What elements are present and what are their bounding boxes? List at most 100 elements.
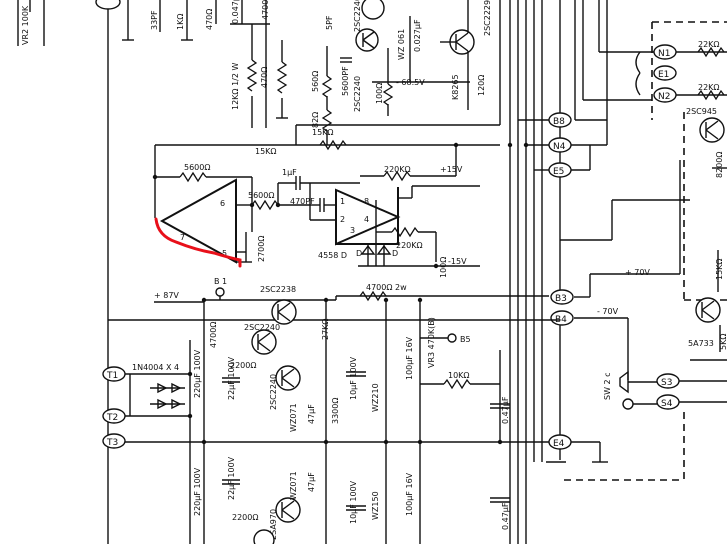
connector-e4-label: E4 — [553, 439, 565, 449]
res-8200-label: 8200Ω — [715, 152, 724, 178]
red-annotation-stroke — [154, 217, 242, 268]
res-560-label: 560Ω — [311, 71, 320, 92]
cap-47uf-b-label: 47μF — [307, 472, 316, 492]
connector-n1-label: N1 — [658, 49, 670, 59]
cap-047uf-b-label: 0.47μF — [501, 502, 510, 530]
connector-n2-label: N2 — [658, 92, 670, 102]
connector-b4-label: B4 — [555, 315, 567, 325]
res-5600-top-label: 5600Ω — [184, 163, 210, 172]
diode-d-b-label: D — [392, 249, 398, 258]
q-2sc2240-top-label: 2SC2240 — [353, 76, 362, 112]
res-2200-a-label: 2200Ω — [230, 361, 256, 370]
cap-5pf-label: 5PF — [325, 15, 334, 30]
connector-t3-label: T3 — [106, 438, 118, 448]
res-15k-b-label: 15KΩ — [255, 147, 277, 156]
res-2200-b-label: 2200Ω — [232, 513, 258, 522]
res-2700-label: 2700Ω — [257, 236, 266, 262]
cap-10uf-b-label: 10μF 100V — [349, 480, 358, 524]
connector-s3-label: S3 — [661, 378, 672, 388]
cap-0027-label: 0.027μF — [413, 19, 422, 52]
res-15k-a-label: 15KΩ — [312, 128, 334, 137]
q-5a733-label: 5A733 — [688, 339, 714, 348]
res-12k-label: 12KΩ 1/2 W — [231, 63, 240, 111]
plus-15v-label: +15V — [440, 165, 463, 174]
opamp-region: 15KΩ 15KΩ 5600Ω 7 6 5 2700Ω 5600Ω 1μF 47… — [154, 0, 501, 278]
q-2sc2240-b-label: 2SC2240 — [269, 374, 278, 410]
plus-87v-label: + 87V — [154, 291, 179, 300]
res-100-right-label: 100Ω — [439, 257, 448, 278]
wz210-label: WZ210 — [371, 383, 380, 412]
power-region: T1 T2 T3 1N4004 X 4 + 87V B 1 4700Ω 2w 2… — [102, 142, 560, 544]
q-2sa970-label: 2SA970 — [269, 509, 278, 540]
res-22k-a-label: 22KΩ — [698, 40, 720, 49]
minus-70v-label: - 70V — [597, 307, 619, 316]
diode-1n4004-label: 1N4004 X 4 — [132, 363, 179, 372]
cap-33pf-label: 33PF — [150, 10, 159, 30]
vr2-label: VR2 100K — [21, 5, 30, 45]
res-100-top-label: 100Ω — [375, 83, 384, 104]
connector-b3-label: B3 — [555, 294, 567, 304]
cap-047uf-a-label: 0.47μF — [501, 396, 510, 424]
right-region: N1 E1 N2 22KΩ 22KΩ 2SC945 8200Ω 15KΩ 5A7… — [564, 21, 727, 481]
q-2sc2238-label: 2SC2238 — [260, 285, 296, 294]
plus-70v-label: + 70V — [625, 268, 650, 277]
cap-100uf-b-label: 100μF 16V — [405, 472, 414, 516]
q-2sc945-label: 2SC945 — [686, 107, 717, 116]
res-82-label: 82Ω — [311, 112, 320, 128]
res-4700-mid-label: 4700Ω — [209, 322, 218, 348]
q-2sc2229-label: 2SC2229 — [483, 0, 492, 36]
res-120-label: 120Ω — [477, 75, 486, 96]
res-220k-a-label: 220KΩ — [384, 165, 411, 174]
cap-10uf-a-label: 10μF 100V — [349, 356, 358, 400]
connector-e5-label: E5 — [553, 167, 564, 177]
connector-b5-label: B5 — [460, 335, 471, 344]
opamp-left-triangle — [159, 178, 237, 264]
sw2-label: SW 2 c — [603, 372, 612, 400]
wz071-a-label: WZ071 — [289, 403, 298, 432]
connector-s4-label: S4 — [661, 399, 673, 409]
opamp-left-pin5: 5 — [222, 249, 227, 258]
opamp-right-pin8: 8 — [364, 197, 369, 206]
connector-t2-label: T2 — [106, 413, 118, 423]
cap-220uf-a-label: 220μF 100V — [193, 349, 202, 398]
cap-47uf-a-label: 47μF — [307, 404, 316, 424]
cap-047-top-label: 0.047μF — [231, 0, 240, 24]
res-4700-2w-label: 4700Ω 2w — [366, 283, 407, 292]
res-22k-b-label: 22KΩ — [698, 83, 720, 92]
minus-68v-label: - 68.5V — [396, 78, 425, 87]
opamp-right-triangle — [335, 188, 401, 246]
cap-1uf-label: 1μF — [282, 168, 297, 177]
wz150-label: WZ150 — [371, 491, 380, 520]
opamp-left-pin7: 7 — [180, 233, 185, 242]
opamp-right-pin3: 3 — [350, 226, 355, 235]
k8265-label: K8265 — [451, 74, 460, 100]
res-5600-mid-label: 5600Ω — [248, 191, 274, 200]
cap-220uf-b-label: 220μF 100V — [193, 467, 202, 516]
res-10k-label: 10KΩ — [448, 371, 470, 380]
cap-5600pf-label: 5600PF — [341, 66, 350, 96]
opamp-right-pin2: 2 — [340, 215, 345, 224]
opamp-left-pin6: 6 — [220, 199, 225, 208]
cap-470pf-label: 470PF — [290, 197, 315, 206]
cap-100uf-a-label: 100μF 16V — [405, 336, 414, 380]
res-470-label: 470Ω — [260, 67, 269, 88]
res-3300-label: 3300Ω — [331, 398, 340, 424]
vr3-label: VR3 470K(B) — [427, 317, 436, 368]
diode-d-a-label: D — [356, 249, 362, 258]
connector-n4-label: N4 — [553, 142, 566, 152]
wz061-label: WZ 061 — [397, 29, 406, 60]
res-220k-b-label: 220KΩ — [396, 241, 423, 250]
q-2sc2240-top-partial: 2SC2240 — [353, 0, 362, 32]
res-4700-top-label: 4700Ω — [261, 0, 270, 20]
res-15k-right-label: 15KΩ — [715, 258, 724, 280]
cap-22uf-b-label: 22μF 100V — [227, 456, 236, 500]
res-1k-label: 1KΩ — [176, 14, 185, 30]
wz071-b-label: WZ071 — [289, 471, 298, 500]
q-2sc2240-a-label: 2SC2240 — [244, 323, 280, 332]
connector-t1-label: T1 — [106, 371, 118, 381]
opamp-right-pin1: 1 — [340, 197, 345, 206]
res-5k-label: 5KΩ — [719, 334, 727, 350]
minus-15v-label: -15V — [448, 257, 467, 266]
opamp-part-label: 4558 D — [318, 251, 347, 260]
